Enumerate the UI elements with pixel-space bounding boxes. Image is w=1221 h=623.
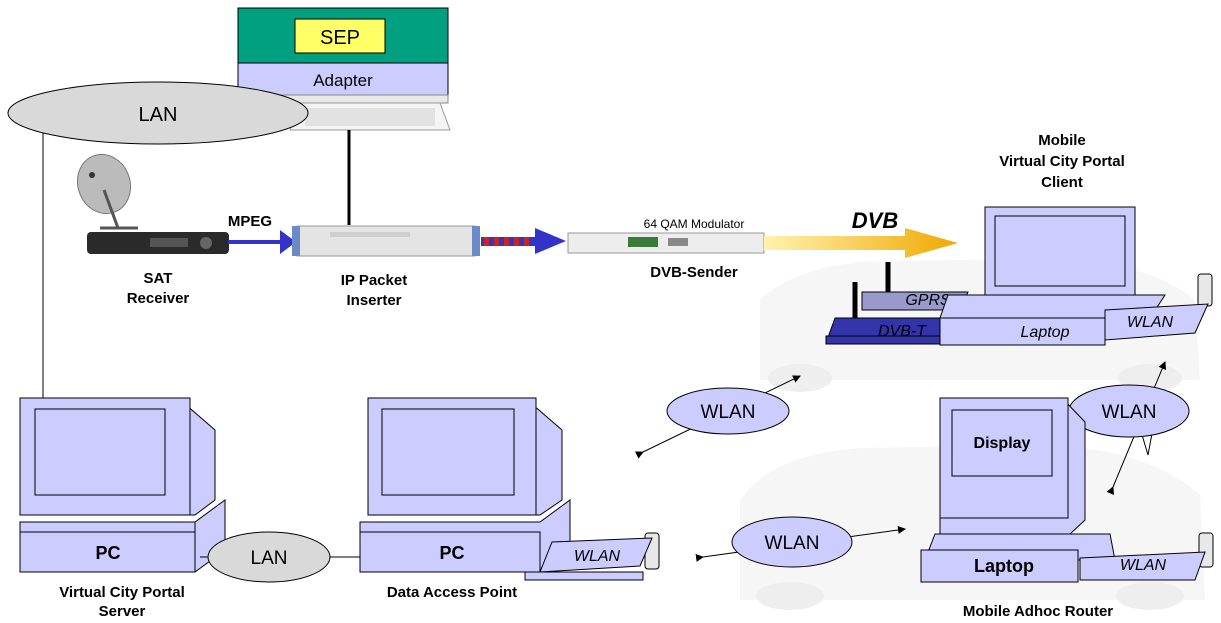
modulator-arrow-head — [535, 228, 566, 254]
dvb-sender-label: DVB-Sender — [650, 264, 738, 281]
satellite-dish-icon — [77, 153, 138, 230]
lan-top-ellipse — [7, 81, 309, 145]
client-wlan-card — [1104, 303, 1209, 341]
adapter-label: Adapter — [313, 71, 373, 90]
wlan-bubble-right-tail — [1139, 427, 1154, 456]
client-wlan-antenna — [1197, 273, 1213, 307]
pc-access-label: PC — [439, 543, 464, 563]
pc-server-label: PC — [95, 543, 120, 563]
wlan-bubble-center — [666, 387, 790, 435]
ip-packet-inserter-icon — [292, 225, 480, 257]
access-wlan-card — [539, 537, 653, 573]
data-access-point-caption: Data Access Point — [387, 584, 517, 601]
client-laptop-screen — [984, 206, 1136, 296]
router-wlan-card — [1079, 551, 1206, 581]
gprs-label: GPRS — [905, 292, 951, 309]
display-label: Display — [974, 435, 1031, 452]
client-laptop-label: Laptop — [1021, 324, 1070, 341]
access-base — [359, 531, 541, 573]
lan-bottom-ellipse — [207, 531, 331, 583]
sep-label: SEP — [320, 27, 360, 49]
sat-receiver-label-2: Receiver — [127, 290, 190, 307]
mobile-adhoc-router-caption: Mobile Adhoc Router — [963, 603, 1113, 620]
lan-bottom-label: LAN — [251, 548, 288, 569]
server-base — [19, 531, 196, 573]
mpeg-label: MPEG — [228, 213, 272, 230]
dvb-sender-icon — [567, 232, 765, 254]
sep-box — [294, 18, 386, 54]
wlan-bubble-bottom — [731, 516, 853, 568]
client-wlan-label: WLAN — [1127, 314, 1174, 331]
dvbt-label: DVB-T — [878, 323, 927, 340]
mpeg-arrow — [228, 230, 296, 254]
router-laptop-label: Laptop — [974, 556, 1034, 576]
mobile-client-title-3: Client — [1041, 174, 1083, 191]
access-monitor — [367, 397, 563, 516]
modulator-label: 64 QAM Modulator — [644, 217, 745, 231]
sat-receiver-label-1: SAT — [144, 270, 173, 287]
mobile-client-title-1: Mobile — [1038, 132, 1086, 149]
wlan-bubble-bottom-label: WLAN — [765, 533, 820, 554]
display-box — [951, 409, 1053, 477]
sat-receiver-icon — [87, 232, 229, 254]
router-laptop-base — [920, 549, 1079, 583]
wlan-bubble-center-label: WLAN — [701, 402, 756, 423]
wlan-bubble-right-label: WLAN — [1102, 402, 1157, 423]
router-wlan-label: WLAN — [1120, 557, 1167, 574]
server-monitor — [19, 397, 216, 516]
server-caption-line-2: Server — [99, 603, 146, 620]
mobile-client-title-2: Virtual City Portal — [999, 153, 1125, 170]
lan-top-label: LAN — [139, 104, 178, 126]
ip-inserter-label-2: Inserter — [346, 292, 401, 309]
access-wlan-label: WLAN — [574, 548, 621, 565]
ip-inserter-label-1: IP Packet — [341, 272, 407, 289]
client-laptop-base — [939, 317, 1106, 346]
ip-stream-stripes — [484, 237, 529, 246]
dvb-broadcast-arrow — [764, 228, 958, 258]
dvb-logo: DVB — [852, 208, 899, 233]
server-caption-line-1: Virtual City Portal — [59, 584, 185, 601]
